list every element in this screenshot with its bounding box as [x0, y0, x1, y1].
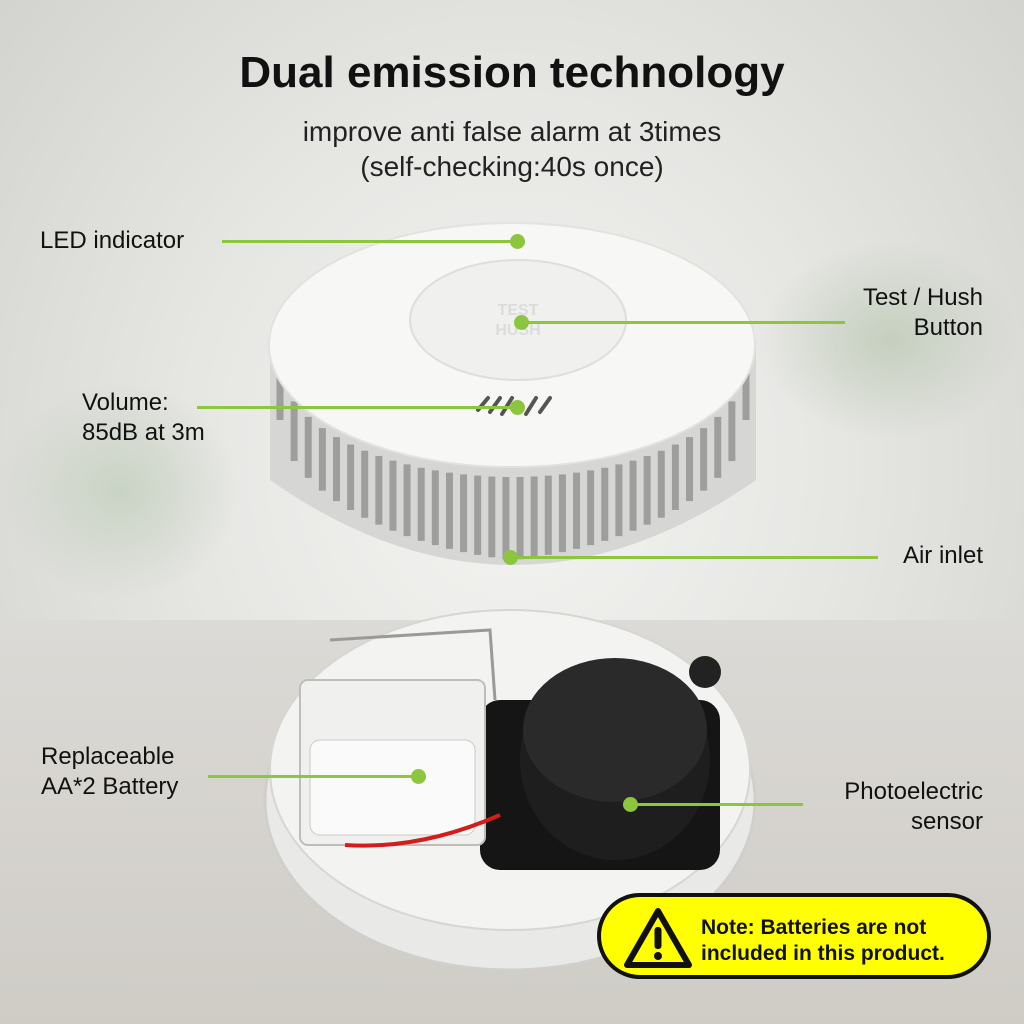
label-test-hush-line1: Test / Hush — [862, 284, 983, 311]
label-battery-line1: Replaceable — [41, 743, 175, 770]
note-line2: included in this product. — [701, 942, 945, 965]
label-air-inlet: Air inlet — [902, 542, 983, 569]
callout-dot-led — [510, 234, 525, 249]
note-text: Note: Batteries are not included in this… — [701, 915, 945, 967]
label-test-hush-line2: Button — [913, 314, 983, 341]
warning-triangle-icon — [624, 908, 692, 968]
label-sensor-line2: sensor — [910, 808, 983, 835]
label-volume-line2: 85dB at 3m — [82, 419, 205, 446]
label-volume: Volume: 85dB at 3m — [82, 388, 205, 448]
button-text-hush: HUSH — [495, 322, 540, 339]
callout-dot-volume — [510, 400, 525, 415]
label-test-hush: Test / Hush Button — [863, 283, 983, 343]
callout-line-sensor — [630, 803, 803, 806]
callout-line-test-hush — [521, 321, 845, 324]
callout-line-battery — [208, 775, 418, 778]
page-title: Dual emission technology — [239, 48, 785, 97]
button-text-test: TEST — [498, 302, 539, 319]
subtitle-line2: (self-checking:40s once) — [360, 151, 664, 182]
callout-line-volume — [197, 406, 517, 409]
callout-dot-battery — [411, 769, 426, 784]
subtitle-line1: improve anti false alarm at 3times — [302, 116, 722, 147]
label-volume-line1: Volume: — [82, 389, 169, 416]
callout-dot-air-inlet — [503, 550, 518, 565]
label-sensor-line1: Photoelectric — [844, 778, 983, 805]
battery-note-banner: Note: Batteries are not included in this… — [597, 893, 991, 979]
label-photoelectric-sensor: Photoelectric sensor — [844, 777, 983, 837]
note-line1: Note: Batteries are not — [701, 916, 927, 939]
background-plant-right — [760, 240, 1020, 440]
callout-line-air-inlet — [510, 556, 878, 559]
label-battery-line2: AA*2 Battery — [41, 773, 179, 800]
detector-base — [263, 609, 757, 972]
callout-line-led — [222, 240, 517, 243]
detector-cover: TEST HUSH — [268, 222, 756, 565]
label-led-indicator: LED indicator — [40, 227, 185, 254]
background-plant-left — [0, 380, 240, 600]
callout-dot-sensor — [623, 797, 638, 812]
callout-dot-test-hush — [514, 315, 529, 330]
label-battery: Replaceable AA*2 Battery — [41, 742, 178, 802]
